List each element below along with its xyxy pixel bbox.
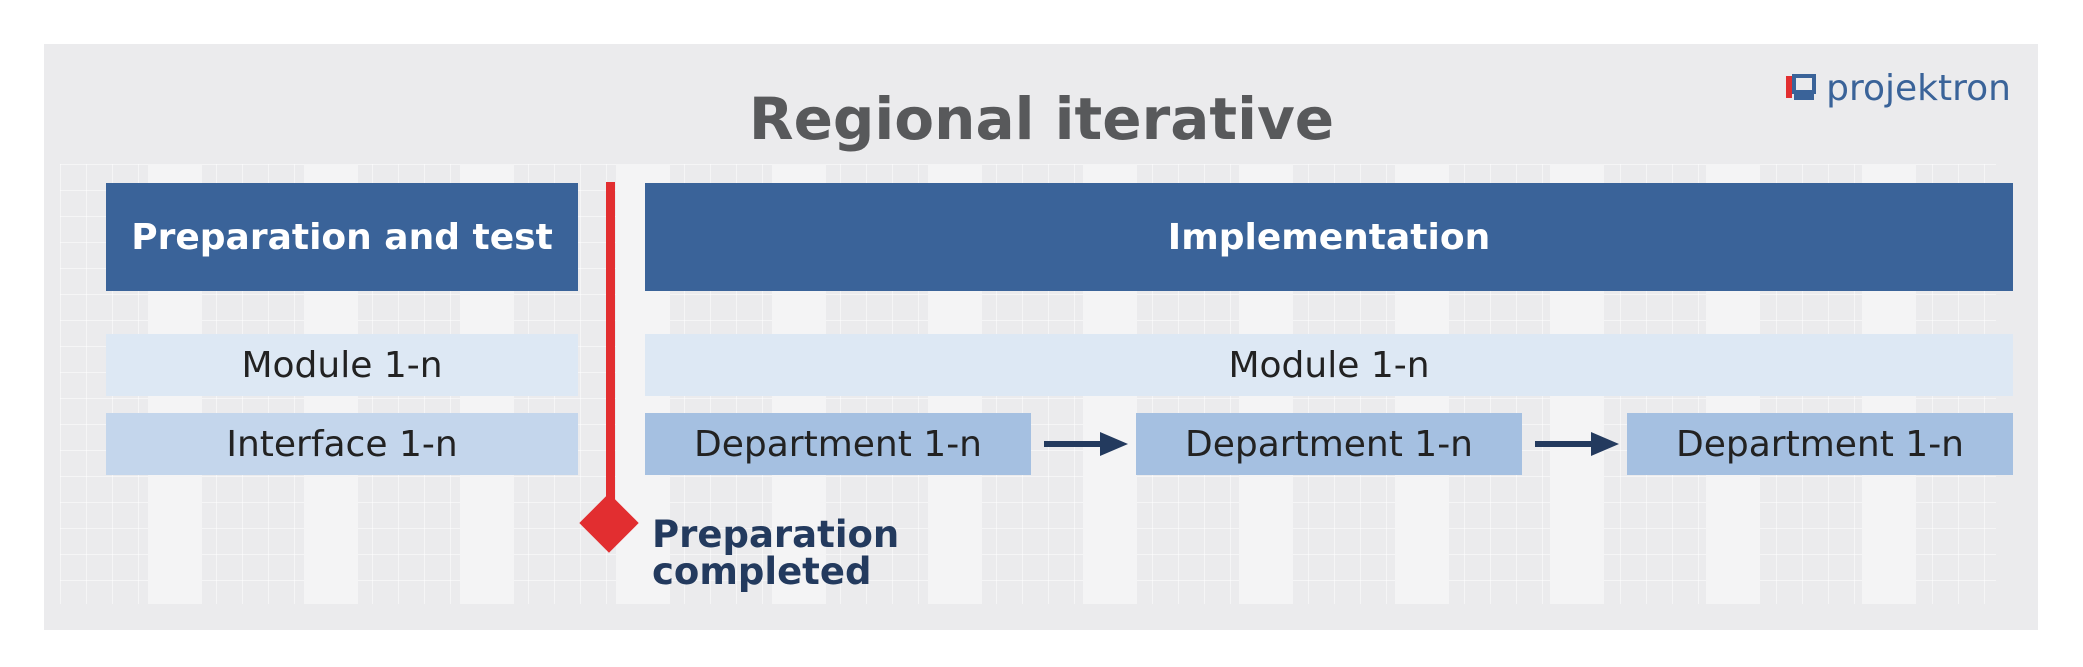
milestone-label-line2: completed xyxy=(652,550,872,593)
arrow-right-icon xyxy=(1044,432,1128,456)
department-box-2: Department 1-n xyxy=(1136,413,1522,475)
milestone-label: Preparation completed xyxy=(652,516,899,590)
projektron-logo: projektron xyxy=(1786,64,2011,114)
diagram-title: Regional iterative xyxy=(748,85,1335,153)
department-box-1: Department 1-n xyxy=(645,413,1031,475)
projektron-logo-icon xyxy=(1786,74,1817,100)
phase-implementation-header: Implementation xyxy=(645,183,2013,291)
impl-module-box: Module 1-n xyxy=(645,334,2013,396)
arrow-right-icon xyxy=(1535,432,1619,456)
milestone-label-line1: Preparation xyxy=(652,513,900,556)
prep-module-box: Module 1-n xyxy=(106,334,578,396)
milestone-line xyxy=(606,182,615,512)
logo-text: projektron xyxy=(1826,68,2011,109)
phase-preparation-header: Preparation and test xyxy=(106,183,578,291)
department-box-3: Department 1-n xyxy=(1627,413,2013,475)
prep-interface-box: Interface 1-n xyxy=(106,413,578,475)
